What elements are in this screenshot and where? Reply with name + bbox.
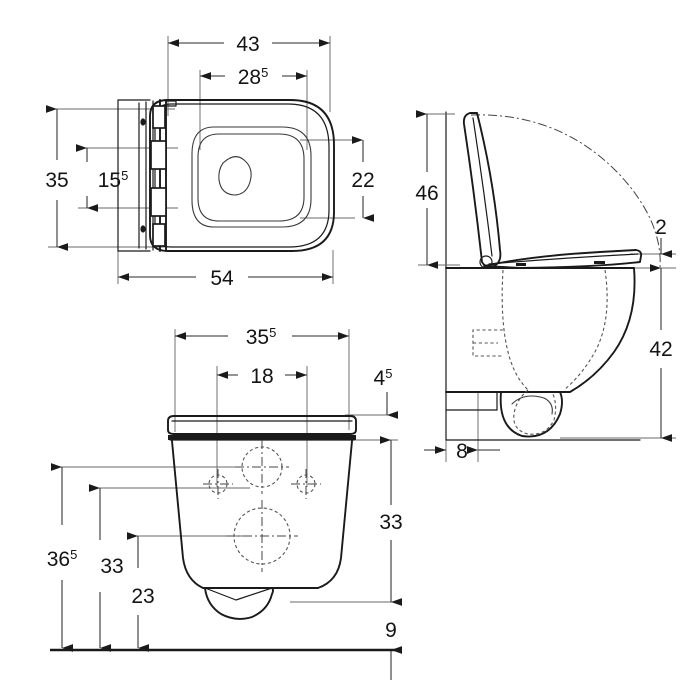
dimension-42-label: 42 <box>649 338 672 361</box>
dimension-285: 285 <box>199 65 308 89</box>
side-view: 46 2 42 8 <box>415 110 676 463</box>
dimension-365: 365 <box>47 463 78 652</box>
front-view-geometry <box>167 415 357 620</box>
dimension-2-label: 2 <box>655 216 667 239</box>
dimension-33-right-label: 33 <box>379 511 402 534</box>
bolt-hole-right <box>291 469 321 499</box>
dimension-35-label: 35 <box>45 169 68 192</box>
dimension-23: 23 <box>126 532 155 652</box>
dimension-285-label: 285 <box>238 65 269 89</box>
dimension-46-label: 46 <box>415 182 438 205</box>
dimension-355: 355 <box>174 325 350 349</box>
dimension-8: 8 <box>424 440 500 463</box>
dimension-42: 42 <box>649 264 673 442</box>
dimension-33-right: 33 <box>379 436 403 606</box>
dimension-54-label: 54 <box>210 267 234 290</box>
top-view: 43 285 35 155 22 54 <box>45 33 374 290</box>
water-inlet-circle <box>235 440 289 494</box>
dimension-8-label: 8 <box>456 440 468 463</box>
dimension-45: 45 <box>374 366 399 419</box>
dimension-18-label: 18 <box>250 365 273 388</box>
side-view-geometry <box>445 112 661 441</box>
dimension-23-label: 23 <box>131 585 154 608</box>
dimension-46: 46 <box>415 110 439 269</box>
dimension-9: 9 <box>385 619 403 680</box>
dimension-43-label: 43 <box>236 33 259 56</box>
dimension-155: 155 <box>75 144 129 212</box>
dimension-18: 18 <box>216 365 308 388</box>
dimension-2: 2 <box>655 216 673 258</box>
waste-outlet-circle <box>226 500 298 572</box>
dimension-155-label: 155 <box>98 168 129 192</box>
dimension-365-label: 365 <box>47 547 78 571</box>
dimension-33-left: 33 <box>88 484 124 652</box>
dimension-355-label: 355 <box>246 325 277 349</box>
front-view: 355 18 45 33 9 365 <box>47 325 403 680</box>
dimension-22-label: 22 <box>351 169 374 192</box>
top-view-geometry <box>117 99 335 252</box>
dimension-45-label: 45 <box>374 366 393 390</box>
dimension-33-left-label: 33 <box>100 555 123 578</box>
dimension-22: 22 <box>351 136 375 222</box>
dimension-9-label: 9 <box>385 619 397 642</box>
dimension-43: 43 <box>167 33 331 56</box>
bolt-hole-left <box>203 469 233 499</box>
dimension-35: 35 <box>45 105 69 251</box>
dimension-54: 54 <box>117 267 334 290</box>
